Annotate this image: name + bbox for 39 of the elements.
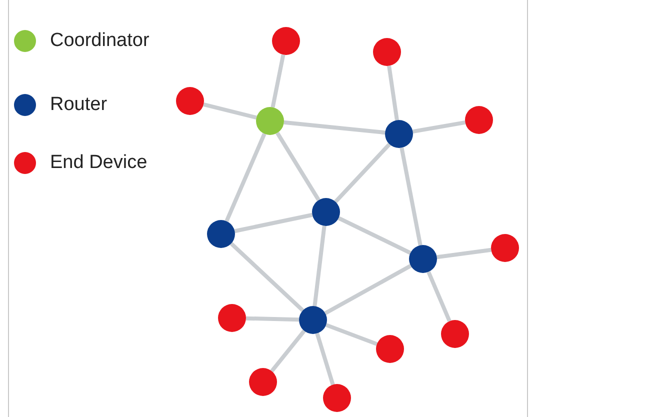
connection-line [246, 316, 300, 322]
end-device-node [373, 38, 401, 66]
router-node [409, 245, 437, 273]
connection-line [203, 102, 257, 120]
connection-line [230, 242, 304, 312]
end-device-node [218, 304, 246, 332]
router-node [312, 198, 340, 226]
end-device-node [441, 320, 469, 348]
connection-line [426, 271, 452, 322]
connection-line [387, 66, 399, 120]
connection-line [324, 264, 412, 315]
end-device-node [272, 27, 300, 55]
end-device-node [249, 368, 277, 396]
coordinator-node [256, 107, 284, 135]
router-node [299, 306, 327, 334]
connection-line [270, 330, 306, 372]
router-node [385, 120, 413, 148]
connection-line [312, 226, 326, 306]
connection-line [315, 332, 335, 386]
connection-line [224, 133, 266, 222]
end-device-node [176, 87, 204, 115]
end-device-node [465, 106, 493, 134]
legend-label: End Device [50, 152, 148, 174]
connection-line [436, 248, 492, 260]
legend-label: Router [50, 94, 108, 116]
connection-line [338, 216, 412, 255]
connection-line [270, 54, 286, 108]
connection-line [284, 120, 386, 135]
connection-line [412, 120, 466, 134]
legend-label: Coordinator [50, 30, 150, 52]
connection-line [325, 323, 378, 346]
connection-line [234, 212, 313, 234]
end-device-node [323, 384, 351, 412]
connection-line [334, 142, 391, 204]
connection-line [276, 132, 320, 202]
router-node [207, 220, 235, 248]
end-device-node [376, 335, 404, 363]
end-device-node [491, 234, 519, 262]
connection-line [400, 147, 422, 246]
